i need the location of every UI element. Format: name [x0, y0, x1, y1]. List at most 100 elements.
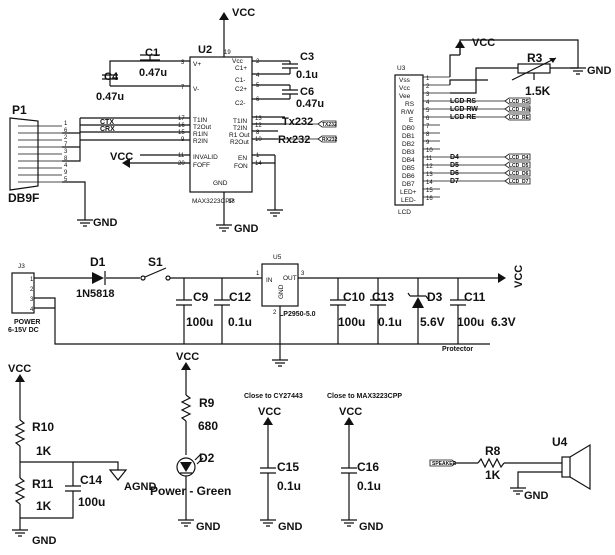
c15-symbol	[260, 425, 276, 520]
u2-body	[189, 56, 253, 193]
lcd-num-13: 13	[426, 172, 433, 178]
r3-ref: R3	[527, 51, 543, 65]
u5-pin-1: 1	[256, 271, 260, 277]
c15-vcc-label: VCC	[258, 406, 281, 418]
lcd-tag-rw-text: LCD_RW	[509, 107, 531, 113]
u2-pin-vminus: V-	[193, 86, 199, 93]
u2-num-5: 5	[256, 83, 260, 89]
p1-num-6: 6	[64, 128, 68, 134]
lcd-net-d7: D7	[450, 178, 459, 185]
led-vcc-arrow-icon	[181, 362, 191, 370]
lcd-num-5: 5	[426, 108, 430, 114]
j3-label: POWER	[14, 319, 40, 326]
u2-pin-en: EN	[238, 155, 247, 162]
c15-vcc-arrow-icon	[263, 417, 273, 425]
r3-value: 1.5K	[525, 84, 551, 98]
s1-contact-right	[165, 275, 171, 281]
agnd-gnd-label: GND	[32, 535, 57, 547]
agnd-triangle-icon	[108, 469, 128, 481]
lcd-ref: U3	[397, 65, 406, 72]
lcd-tag-re	[504, 113, 531, 121]
c14-wires	[20, 461, 119, 519]
lcd-block: U3 LCD Vss Vcc Vee RS R/W E DB0 DB1 DB2 …	[394, 37, 612, 216]
lcd-num-4: 4	[426, 100, 430, 106]
rx232-label: Rx232	[278, 134, 310, 146]
c9-value: 100u	[186, 315, 213, 329]
u2-num-10: 10	[255, 137, 262, 143]
lcd-num-1: 1	[426, 76, 430, 82]
p1-num-8: 8	[64, 156, 68, 162]
lcd-body	[394, 74, 424, 206]
p1-num-5: 5	[64, 177, 68, 183]
u2-num-6: 6	[256, 97, 260, 103]
lcd-pin-e: E	[409, 117, 414, 124]
p1-num-9: 9	[64, 170, 68, 176]
speaker-tag-text: SPEAKER	[432, 461, 457, 467]
supply-row: J3 1 2 3 4 POWER 6-15V DC D1 1N5818 S1 C…	[8, 254, 525, 367]
supply-main-wires	[34, 277, 490, 345]
tx-rx-wires	[278, 123, 318, 140]
c10-symbol	[330, 278, 346, 344]
c16-symbol	[341, 425, 357, 520]
supply-vcc-label: VCC	[513, 265, 525, 288]
c6-symbol	[282, 85, 298, 99]
lcd-tag-rw	[504, 105, 531, 113]
u2-pin-r1in: R1IN	[193, 131, 208, 138]
agnd-vcc-label: VCC	[8, 363, 31, 375]
u2-pin-vplus: V+	[193, 61, 201, 68]
lcd-pin-db4: DB4	[402, 157, 415, 164]
p1-num-4: 4	[64, 163, 68, 169]
led-gnd-icon	[178, 519, 194, 527]
u2-pin-r2in: R2IN	[193, 138, 208, 145]
r8-ref: R8	[485, 444, 501, 458]
r11-value: 1K	[36, 499, 52, 513]
c15-gnd-label: GND	[278, 521, 303, 533]
note-max3223: Close to MAX3223CPP	[327, 393, 402, 400]
c11-voltage: 6.3V	[491, 315, 516, 329]
r11-ref: R11	[32, 477, 54, 491]
r3-arrow-icon	[549, 58, 556, 63]
r10-value: 1K	[36, 444, 52, 458]
power-led: VCC R9 680 D2 Power - Green GND	[150, 351, 231, 533]
d2-light-rays	[194, 453, 204, 465]
lcd-pin-db7: DB7	[402, 181, 415, 188]
d2-value: Power - Green	[150, 484, 231, 498]
lcd-pin-ledminus: LED-	[401, 197, 416, 204]
d3-value: 5.6V	[420, 315, 445, 329]
c3-ref: C3	[300, 51, 314, 63]
u5-pin-3: 3	[301, 271, 305, 277]
u2-pin-r2out: R2Out	[230, 139, 249, 146]
u2-num-11: 11	[178, 153, 185, 159]
u2-pin-gnd: GND	[213, 180, 228, 187]
p1-gnd-icon	[77, 219, 93, 227]
u2-num-7: 7	[181, 85, 185, 91]
c16-ref: C16	[357, 460, 379, 474]
c13-symbol	[370, 278, 386, 344]
u2-vcc-label: VCC	[232, 7, 255, 19]
d1-icon	[92, 272, 104, 284]
u2-serial-nets: Tx232 Rx232 TX232 RX232 VCC CTX CRX	[100, 116, 338, 217]
c16-vcc-arrow-icon	[344, 417, 354, 425]
u2-part: MAX3223CPP	[192, 198, 234, 205]
lcd-net-rw: LCD RW	[450, 106, 478, 113]
lcd-tag-d7	[504, 177, 531, 185]
lcd-num-8: 8	[426, 132, 430, 138]
u2-pin-c1minus: C1-	[235, 77, 245, 84]
c6-ref: C6	[300, 86, 314, 98]
lcd-tag-re-text: LCD_RE	[509, 115, 530, 121]
c6-value: 0.47u	[296, 98, 324, 110]
foff-vcc-arrow-icon	[122, 158, 130, 168]
crx-label: CRX	[100, 126, 115, 133]
supply-vcc-arrow-icon	[498, 273, 506, 283]
lcd-num-12: 12	[426, 164, 433, 170]
lcd-net-d6: D6	[450, 170, 459, 177]
u2-num-20: 20	[178, 161, 185, 167]
c11-ref: C11	[464, 290, 486, 304]
lcd-net-rs: LCD RS	[450, 98, 476, 105]
u5-pin-2: 2	[273, 310, 277, 316]
lcd-tag-d6	[504, 169, 531, 177]
u2-num-2: 2	[256, 59, 260, 65]
u2-pin-t2in: T2IN	[233, 125, 247, 132]
speaker-tag	[429, 459, 457, 467]
